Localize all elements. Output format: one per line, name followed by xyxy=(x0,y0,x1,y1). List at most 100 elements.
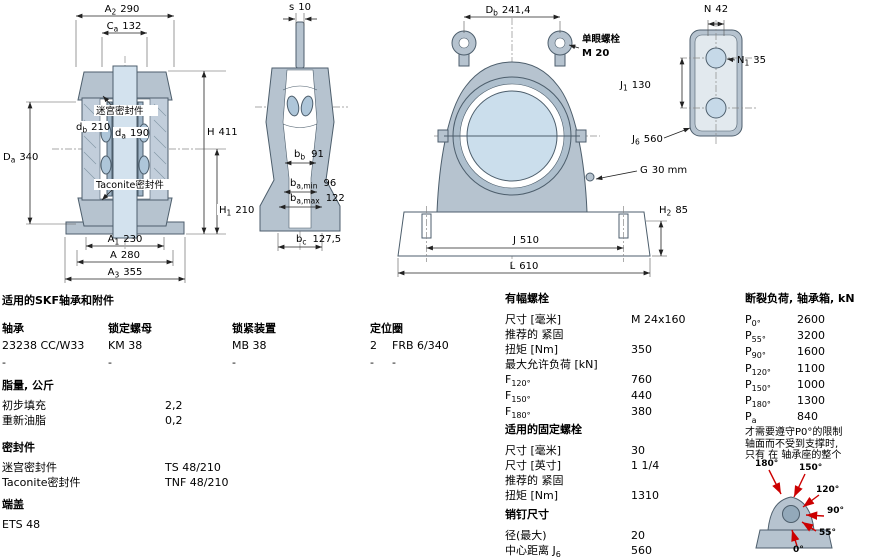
housing-section-view xyxy=(52,56,200,250)
locating-ring-designation: FRB 6/340 xyxy=(392,339,449,352)
cap-bolt-hole-bottom xyxy=(705,97,727,119)
p150-label: P150° xyxy=(745,377,771,393)
seal-row-value: TS 48/210 xyxy=(165,461,221,474)
angle-90-label: 90° xyxy=(827,506,844,516)
seals-section-title: 密封件 xyxy=(2,441,35,454)
f150-label: F150° xyxy=(505,389,531,405)
housing-front-view xyxy=(397,18,651,268)
locating-ring-qty: 2 xyxy=(370,339,377,352)
f180-value: 380 xyxy=(631,405,652,419)
shaft xyxy=(112,65,138,239)
bearings-table: 轴承 锁定螺母 锁紧装置 定位圈 23238 CC/W33 KM 38 MB 3… xyxy=(2,321,472,370)
cap-bolt-hole-top xyxy=(705,47,727,69)
pa-value: 840 xyxy=(797,410,818,424)
grease-row-value: 2,2 xyxy=(165,399,183,412)
size-inch-value: 1 1/4 xyxy=(631,459,660,472)
pa-label: Pa xyxy=(745,410,757,426)
seal-row-label: 迷宫密封件 xyxy=(2,461,57,474)
recommend-label: 推荐的 紧固 xyxy=(505,474,564,487)
right-view-dimensions xyxy=(397,14,667,277)
grease-row-label: 初步填充 xyxy=(2,399,46,412)
angle-180-label: 180° xyxy=(755,459,778,469)
left-view-dimensions xyxy=(26,13,226,283)
housing-side-section-view xyxy=(255,21,348,252)
p90-value: 1600 xyxy=(797,345,825,359)
pin-section: 销钉尺寸 径(最大) 20 中心距离 J6 560 xyxy=(505,507,741,557)
cap-top-view xyxy=(680,20,758,146)
bearings-accessories-section: 适用的SKF轴承和附件 轴承 锁定螺母 锁紧装置 定位圈 23238 CC/W3… xyxy=(2,293,472,370)
f150-value: 440 xyxy=(631,389,652,403)
fixing-bolts-section: 适用的固定螺栓 尺寸 [毫米] 30 尺寸 [英寸] 1 1/4 推荐的 紧固 … xyxy=(505,422,741,503)
load-direction-diagram: 180° 150° 120° 90° 55° 0° xyxy=(755,459,844,555)
dash: - xyxy=(232,356,236,369)
top-view-dimensions xyxy=(663,20,736,139)
breaking-load-title: 断裂负荷, 轴承箱, kN xyxy=(745,292,855,305)
dash: - xyxy=(2,356,6,369)
recommend-label: 推荐的 紧固 xyxy=(505,328,564,341)
bearing-designation: 23238 CC/W33 xyxy=(2,339,85,352)
p150-value: 1000 xyxy=(797,377,825,391)
size-inch-label: 尺寸 [英寸] xyxy=(505,459,562,472)
dash: - xyxy=(370,356,374,369)
labyrinth-seal-label: 迷宫密封件 xyxy=(96,105,144,117)
torque-value: 1310 xyxy=(631,489,659,502)
locking-device-designation: MB 38 xyxy=(232,339,267,352)
f120-value: 760 xyxy=(631,373,652,386)
seals-section: 密封件 迷宫密封件 TS 48/210 Taconite密封件 TNF 48/2… xyxy=(2,440,235,490)
p180-value: 1300 xyxy=(797,393,825,407)
bearings-section-title: 适用的SKF轴承和附件 xyxy=(2,294,114,307)
breaking-load-note: 才需要遵守P0°的限制 轴面而不受到支撑时, 只有 在 轴承座的整个 xyxy=(745,427,843,462)
p0-value: 2600 xyxy=(797,313,825,326)
size-value: M 24x160 xyxy=(631,313,686,326)
dash: - xyxy=(108,356,112,369)
locknut-column-header: 锁定螺母 xyxy=(108,322,152,335)
size-mm-label: 尺寸 [毫米] xyxy=(505,444,562,457)
pin-center-distance-value: 560 xyxy=(631,544,652,557)
grease-stud xyxy=(295,21,305,69)
p180-label: P180° xyxy=(745,393,771,410)
torque-label: 扭矩 [Nm] xyxy=(505,489,559,502)
locknut-designation: KM 38 xyxy=(108,339,143,352)
eye-bolt-size-label: M 20 xyxy=(582,48,609,59)
seal-row-label: Taconite密封件 xyxy=(2,476,81,489)
grease-row-value: 0,2 xyxy=(165,414,183,427)
pin-center-distance-label: 中心距离 J6 xyxy=(505,544,561,557)
bearing-column-header: 轴承 xyxy=(2,322,24,335)
end-cover-section: 端盖 ETS 48 xyxy=(2,497,40,532)
angle-120-label: 120° xyxy=(816,485,839,495)
taconite-seal-label: Taconite密封件 xyxy=(95,179,164,191)
pin-diameter-label: 径(最大) xyxy=(505,529,547,542)
p55-value: 3200 xyxy=(797,329,825,343)
p120-label: P120° xyxy=(745,361,771,377)
end-cover-designation: ETS 48 xyxy=(2,518,41,531)
fixing-bolts-title: 适用的固定螺栓 xyxy=(505,423,582,436)
torque-value: 350 xyxy=(631,343,652,356)
f180-label: F180° xyxy=(505,405,531,421)
grease-section-title: 脂量, 公斤 xyxy=(2,379,55,392)
f120-label: F120° xyxy=(505,373,531,389)
p120-value: 1100 xyxy=(797,361,825,375)
torque-label: 扭矩 [Nm] xyxy=(505,343,559,356)
pin-title: 销钉尺寸 xyxy=(505,508,549,521)
